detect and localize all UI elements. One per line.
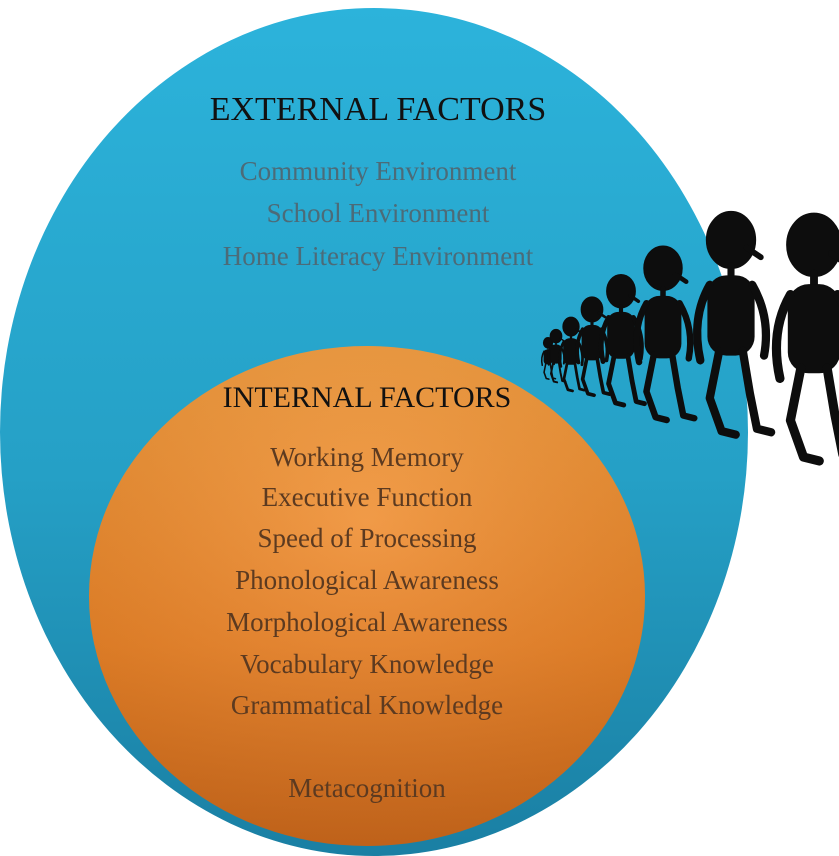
external-factors-title: EXTERNAL FACTORS bbox=[210, 91, 547, 128]
internal-footer-metacognition: Metacognition bbox=[288, 773, 446, 803]
internal-factor-item: Speed of Processing bbox=[258, 523, 477, 553]
walking-figures-group bbox=[540, 210, 839, 466]
internal-factor-item: Vocabulary Knowledge bbox=[240, 649, 494, 679]
internal-factor-item: Phonological Awareness bbox=[235, 565, 499, 595]
external-factor-item: Community Environment bbox=[240, 156, 517, 186]
internal-factor-item: Working Memory bbox=[270, 442, 464, 472]
walking-person-icon bbox=[575, 296, 612, 398]
walking-person-icon bbox=[598, 273, 647, 408]
external-factor-item: Home Literacy Environment bbox=[223, 241, 534, 271]
internal-factor-item: Grammatical Knowledge bbox=[231, 690, 503, 720]
internal-factor-item: Executive Function bbox=[262, 482, 473, 512]
internal-factor-item: Morphological Awareness bbox=[226, 607, 508, 637]
walking-person-icon bbox=[693, 210, 776, 439]
walking-person-icon bbox=[771, 212, 839, 466]
external-factor-item: School Environment bbox=[267, 198, 490, 228]
internal-factors-circle-shade bbox=[89, 346, 645, 846]
walking-person-icon bbox=[633, 245, 698, 424]
internal-factors-title: INTERNAL FACTORS bbox=[223, 381, 512, 414]
